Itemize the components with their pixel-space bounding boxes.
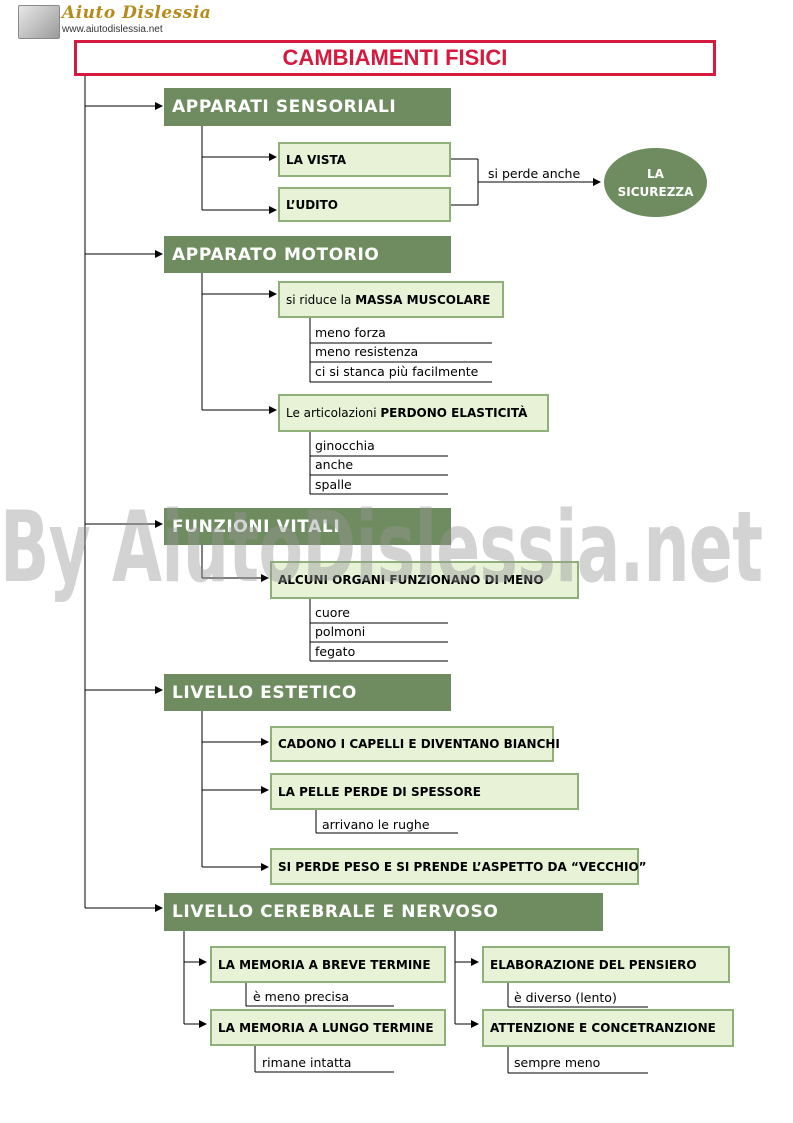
list-item: cuore — [315, 605, 350, 620]
list-item: arrivano le rughe — [322, 817, 430, 832]
section-livello-estetico: LIVELLO ESTETICO — [164, 674, 451, 711]
section-apparati-sensoriali: APPARATI SENSORIALI — [164, 88, 451, 126]
node-attenzione: ATTENZIONE E CONCETRANZIONE — [482, 1009, 734, 1047]
list-item: ci si stanca più facilmente — [315, 364, 479, 379]
section-funzioni-vitali: FUNZIONI VITALI — [164, 508, 451, 545]
massa-bold: MASSA MUSCOLARE — [355, 292, 491, 307]
artic-bold: PERDONO ELASTICITÀ — [380, 406, 528, 420]
node-memoria-lungo: LA MEMORIA A LUNGO TERMINE — [210, 1009, 446, 1046]
list-item: è diverso (lento) — [514, 990, 617, 1005]
node-udito: L’UDITO — [278, 187, 451, 222]
node-organi: ALCUNI ORGANI FUNZIONANO DI MENO — [270, 561, 579, 599]
node-la-vista: LA VISTA — [278, 142, 451, 177]
site-logo[interactable]: Aiuto Dislessia www.aiutodislessia.net — [18, 3, 211, 39]
node-articolazioni: Le articolazioni PERDONO ELASTICITÀ — [278, 394, 549, 432]
title-box: CAMBIAMENTI FISICI — [74, 40, 716, 76]
list-item: polmoni — [315, 624, 366, 639]
sicurezza-line-2: SICUREZZA — [617, 184, 694, 199]
watermark: By AiutoDislessia.net — [0, 491, 763, 605]
node-pelle: LA PELLE PERDE DI SPESSORE — [270, 773, 579, 810]
list-item: anche — [315, 457, 354, 472]
node-capelli: CADONO I CAPELLI E DIVENTANO BIANCHI — [270, 726, 560, 762]
list-item: meno resistenza — [315, 344, 419, 359]
connector-label: si perde anche — [488, 166, 581, 181]
section-apparato-motorio: APPARATO MOTORIO — [164, 236, 451, 273]
logo-title: Aiuto Dislessia — [62, 3, 212, 23]
list-item: sempre meno — [514, 1055, 601, 1070]
node-memoria-breve: LA MEMORIA A BREVE TERMINE — [210, 946, 446, 983]
node-massa-muscolare: si riduce la MASSA MUSCOLARE — [278, 281, 504, 318]
artic-prefix: Le articolazioni — [286, 406, 381, 420]
list-item: spalle — [315, 477, 352, 492]
logo-url: www.aiutodislessia.net — [62, 24, 163, 35]
node-pensiero: ELABORAZIONE DEL PENSIERO — [482, 946, 730, 983]
list-item: ginocchia — [315, 438, 375, 453]
list-item: meno forza — [315, 325, 386, 340]
page-title: CAMBIAMENTI FISICI — [282, 45, 508, 70]
book-icon — [18, 5, 60, 39]
massa-prefix: si riduce la — [286, 292, 356, 307]
list-item: fegato — [315, 644, 356, 659]
node-sicurezza: LA SICUREZZA — [604, 148, 707, 217]
sicurezza-line-1: LA — [647, 166, 664, 181]
list-item: rimane intatta — [262, 1055, 352, 1070]
node-peso: SI PERDE PESO E SI PRENDE L’ASPETTO DA “… — [270, 848, 647, 885]
section-livello-cerebrale: LIVELLO CEREBRALE E NERVOSO — [164, 893, 603, 931]
list-item: è meno precisa — [253, 989, 350, 1004]
